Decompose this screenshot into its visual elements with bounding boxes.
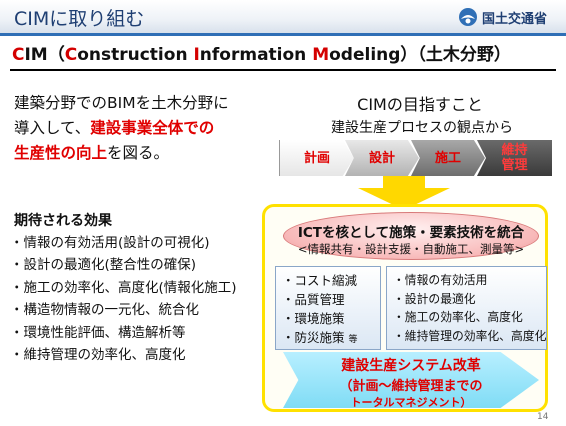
system-reform-banner: 建設生産システム改革 （計画～維持管理までの トータルマネジメント）: [283, 352, 539, 408]
benefit-item: ・設計の最適化: [393, 291, 476, 306]
intro-text: 建築分野でのBIMを土木分野に 導入して、建設事業全体での 生産性の向上を図る。: [14, 91, 284, 166]
policy-item-last: ・防災施策: [282, 330, 345, 345]
effects-item: ・設計の最適化(整合性の確保): [10, 257, 197, 274]
reform-line-2: （計画～維持管理までの: [339, 379, 483, 394]
policy-item: ・防災施策 等: [282, 328, 374, 350]
header-divider: [0, 33, 566, 36]
effects-item: ・施工の効率化、高度化(情報化施工): [10, 279, 237, 296]
effects-list: ・情報の有効活用(設計の可視化) ・設計の最適化(整合性の確保) ・施工の効率化…: [10, 232, 260, 366]
page-number: 14: [537, 412, 549, 422]
intro-line-3-emphasis: 生産性の向上: [14, 144, 108, 162]
intro-line-3-plain: を図る。: [107, 144, 170, 162]
title-letter-c2: C: [64, 45, 78, 65]
ministry-name: 国土交通省: [482, 11, 548, 27]
effects-item: ・情報の有効活用(設計の可視化): [10, 235, 210, 251]
intro-line-3: 生産性の向上を図る。: [14, 141, 284, 166]
title-letter-c: C: [12, 45, 25, 65]
title-letter-i: I: [193, 45, 200, 65]
reform-line-1: 建設生産システム改革: [341, 358, 481, 374]
intro-line-2: 導入して、建設事業全体での: [14, 116, 284, 141]
policy-item: ・環境施策: [282, 311, 345, 326]
effects-item: ・構造物情報の一元化、統合化: [10, 302, 199, 319]
benefit-item: ・維持管理の効率化、高度化: [393, 328, 547, 343]
title-part-4: odeling）（土木分野）: [329, 45, 511, 65]
title-part-3: nformation: [199, 45, 313, 65]
intro-line-2-emphasis: 建設事業全体での: [90, 119, 215, 137]
goal-subtitle: 建設生産プロセスの観点から: [331, 120, 513, 136]
benefit-item: ・情報の有効活用: [393, 273, 488, 287]
main-title: CIM（Construction Information Modeling）（土…: [12, 40, 556, 65]
title-part-2: onstruction: [77, 45, 194, 65]
process-step-construction: 施工: [411, 140, 485, 176]
process-step-plan: 計画: [279, 140, 354, 176]
process-step-maintenance: 維持管理: [477, 140, 552, 176]
title-underline: [10, 69, 556, 71]
effects-item: ・維持管理の効率化、高度化: [10, 346, 186, 363]
slide-header-title: CIMに取り組む: [14, 8, 145, 30]
title-letter-m: M: [312, 45, 330, 65]
maintenance-line-2: 管理: [501, 158, 528, 173]
policy-item: ・品質管理: [282, 292, 345, 307]
ministry-brand: 国土交通省: [458, 6, 547, 28]
intro-line-2-plain: 導入して、: [14, 119, 91, 137]
policy-box: ・コスト縮減 ・品質管理 ・環境施策 ・防災施策 等: [275, 266, 381, 350]
maintenance-line-1: 維持: [501, 143, 528, 158]
policy-item: ・コスト縮減: [282, 273, 358, 288]
down-arrow-shaft: [383, 176, 425, 190]
benefit-box: ・情報の有効活用 ・設計の最適化 ・施工の効率化、高度化 ・維持管理の効率化、高…: [386, 266, 547, 350]
intro-line-1: 建築分野でのBIMを土木分野に: [14, 94, 229, 112]
effects-title: 期待される効果: [14, 213, 112, 229]
policy-item-suffix: 等: [348, 335, 358, 345]
title-part-1: IM（: [24, 45, 65, 65]
ict-ellipse: ICTを核として施策・要素技術を統合 <情報共有・設計支援・自動施工、測量等>: [283, 212, 539, 260]
ict-line-1: ICTを核として施策・要素技術を統合: [297, 225, 525, 241]
ict-line-2: <情報共有・設計支援・自動施工、測量等>: [297, 242, 525, 256]
goal-title: CIMの目指すこと: [357, 95, 483, 114]
effects-item: ・環境性能評価、構造解析等: [10, 324, 186, 341]
benefit-item: ・施工の効率化、高度化: [393, 310, 523, 324]
ministry-logo-icon: [459, 8, 477, 26]
reform-line-3: トータルマネジメント）: [350, 396, 472, 409]
process-step-design: 設計: [345, 140, 419, 176]
